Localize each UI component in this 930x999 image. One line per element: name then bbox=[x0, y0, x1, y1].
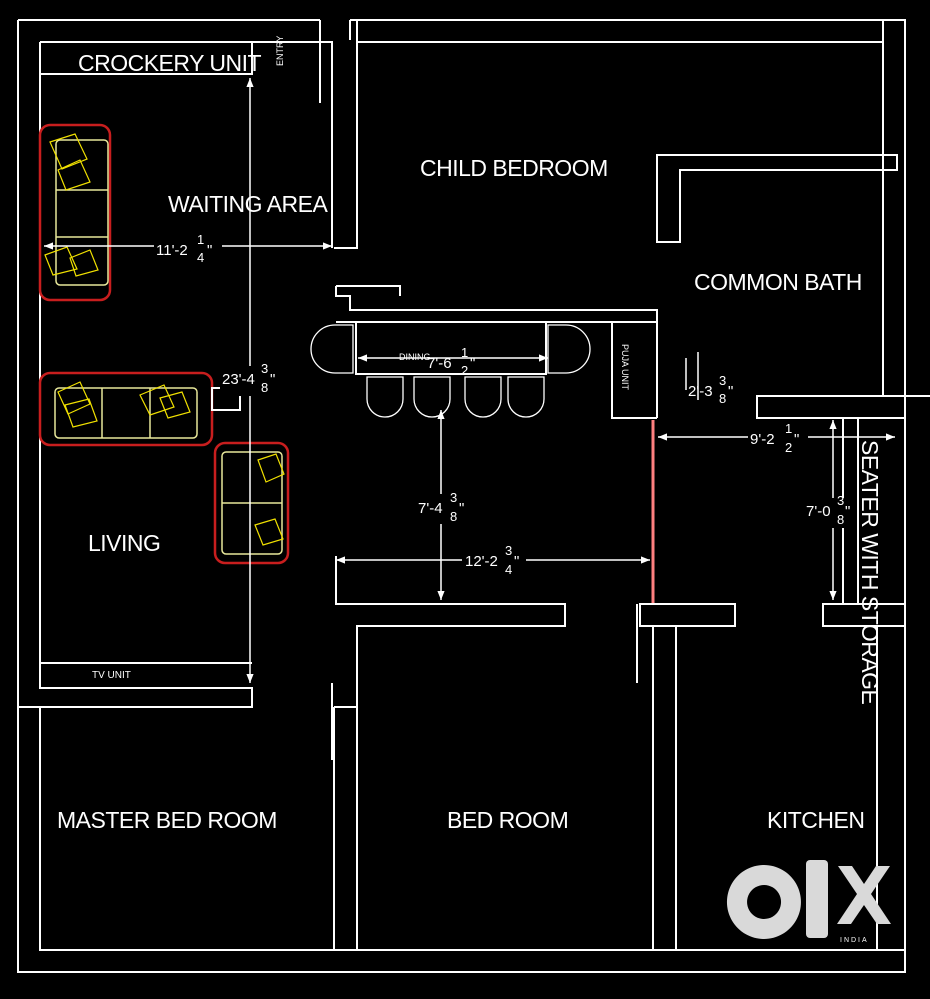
dim-dining-width: 7'-6 1 2 " bbox=[427, 345, 475, 378]
svg-text:": " bbox=[270, 371, 275, 388]
label-common-bath: COMMON BATH bbox=[694, 269, 862, 295]
svg-text:3: 3 bbox=[837, 493, 844, 508]
label-crockery-unit: CROCKERY UNIT bbox=[78, 50, 262, 76]
svg-text:": " bbox=[470, 355, 475, 372]
svg-text:7'-4: 7'-4 bbox=[418, 500, 443, 517]
svg-text:23'-4: 23'-4 bbox=[222, 371, 255, 388]
olx-region: INDIA bbox=[840, 937, 869, 944]
svg-text:8: 8 bbox=[261, 380, 268, 395]
svg-text:3: 3 bbox=[505, 543, 512, 558]
svg-text:1: 1 bbox=[461, 345, 468, 360]
svg-text:11'-2: 11'-2 bbox=[156, 242, 188, 259]
svg-text:7'-0: 7'-0 bbox=[806, 503, 831, 520]
svg-text:8: 8 bbox=[837, 512, 844, 527]
dim-hall-width: 12'-2 3 4 " bbox=[462, 543, 526, 577]
living-sofa bbox=[38, 371, 214, 447]
label-master-bedroom: MASTER BED ROOM bbox=[57, 807, 277, 833]
svg-text:9'-2: 9'-2 bbox=[750, 431, 775, 448]
dim-puja-width: 2'-3 3 8 " bbox=[688, 373, 733, 406]
dim-waiting-width: 11'-2 1 4 " bbox=[154, 232, 222, 265]
dining-set bbox=[310, 321, 591, 418]
dimension-labels: 11'-2 1 4 " 23'-4 3 8 " 7'-6 1 2 " 2'-3 … bbox=[154, 232, 854, 577]
svg-text:3: 3 bbox=[261, 361, 268, 376]
svg-text:2: 2 bbox=[785, 440, 792, 455]
label-seater-storage: SEATER WITH STORAGE bbox=[857, 440, 883, 705]
svg-text:": " bbox=[845, 503, 850, 520]
waiting-sofa bbox=[38, 123, 112, 302]
label-waiting-area: WAITING AREA bbox=[168, 191, 328, 217]
room-labels: CROCKERY UNIT ENTRY WAITING AREA CHILD B… bbox=[57, 36, 883, 833]
label-puja-unit: PUJA UNIT bbox=[620, 344, 630, 391]
walls bbox=[17, 19, 930, 973]
label-tv-unit: TV UNIT bbox=[92, 670, 131, 681]
dim-dining-depth: 7'-4 3 8 " bbox=[416, 490, 470, 524]
svg-text:2: 2 bbox=[461, 363, 468, 378]
svg-text:": " bbox=[514, 553, 519, 570]
svg-text:8: 8 bbox=[450, 509, 457, 524]
svg-text:1: 1 bbox=[785, 421, 792, 436]
label-living: LIVING bbox=[88, 530, 160, 556]
svg-text:": " bbox=[794, 431, 799, 448]
side-sofa bbox=[213, 441, 290, 565]
svg-text:4: 4 bbox=[505, 562, 512, 577]
label-bedroom: BED ROOM bbox=[447, 807, 568, 833]
dim-living-length: 23'-4 3 8 " bbox=[220, 361, 284, 396]
label-child-bedroom: CHILD BEDROOM bbox=[420, 155, 608, 181]
svg-text:": " bbox=[459, 500, 464, 517]
label-dining: DINING bbox=[399, 352, 431, 362]
svg-text:": " bbox=[728, 383, 733, 400]
svg-text:3: 3 bbox=[450, 490, 457, 505]
svg-text:": " bbox=[207, 242, 212, 259]
label-kitchen: KITCHEN bbox=[767, 807, 864, 833]
svg-text:7'-6: 7'-6 bbox=[427, 355, 452, 372]
svg-text:3: 3 bbox=[719, 373, 726, 388]
dim-passage-width: 9'-2 1 2 " bbox=[748, 421, 808, 455]
label-entry: ENTRY bbox=[275, 36, 285, 66]
svg-text:2'-3: 2'-3 bbox=[688, 383, 713, 400]
svg-text:12'-2: 12'-2 bbox=[465, 553, 498, 570]
olx-logo: INDIA bbox=[726, 860, 891, 944]
svg-text:8: 8 bbox=[719, 391, 726, 406]
dim-passage-depth: 7'-0 3 8 " bbox=[804, 493, 854, 528]
svg-text:1: 1 bbox=[197, 232, 204, 247]
svg-text:4: 4 bbox=[197, 250, 204, 265]
